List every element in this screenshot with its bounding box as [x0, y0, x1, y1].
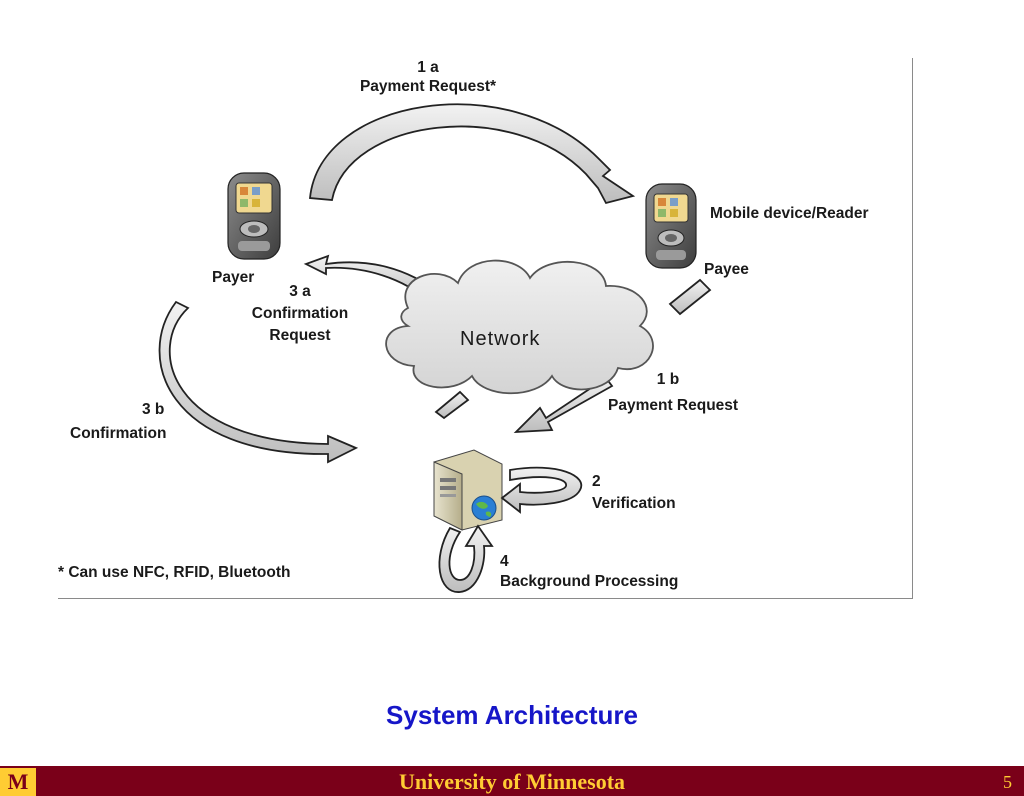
step-3a-line1: Confirmation: [251, 305, 349, 322]
arrow-3a: [303, 254, 442, 304]
step-1b-label: Payment Request: [608, 397, 739, 414]
step-4-label: Background Processing: [500, 573, 679, 590]
diagram-frame: 1 a Payment Request* Payer Mobile device…: [58, 58, 913, 599]
step-1a-number: 1 a: [417, 59, 439, 76]
arrow-2: [500, 466, 583, 514]
step-1b-number: 1 b: [656, 371, 680, 388]
arrow-1b-lower: [513, 376, 614, 434]
phone-icon: [227, 172, 281, 260]
step-4-number: 4: [500, 553, 509, 570]
arrow-network-down: [434, 390, 470, 420]
step-3a-line2: Request: [269, 327, 331, 344]
footer-bar: [0, 766, 1024, 796]
payer-label: Payer: [212, 269, 255, 286]
server-icon: [433, 449, 503, 531]
step-1a-label: Payment Request*: [359, 78, 497, 95]
slide-title: System Architecture: [386, 700, 638, 730]
cloud-icon: [385, 259, 654, 395]
phone-icon: [645, 183, 697, 269]
arrow-1b: [668, 278, 712, 316]
footer-organization: University of Minnesota: [398, 769, 626, 794]
step-3a-number: 3 a: [289, 283, 311, 300]
arrow-4: [438, 524, 494, 593]
university-logo: M: [0, 768, 36, 796]
arrow-1a: [309, 103, 636, 205]
step-3b-label: Confirmation: [70, 425, 167, 442]
footnote: * Can use NFC, RFID, Bluetooth: [58, 564, 291, 581]
arrow-3b: [158, 300, 359, 464]
payee-label: Payee: [704, 261, 749, 278]
step-2-number: 2: [592, 473, 601, 490]
globe-icon: [471, 495, 497, 521]
step-2-label: Verification: [592, 495, 676, 512]
architecture-diagram: [158, 103, 712, 593]
reader-label: Mobile device/Reader: [710, 205, 869, 222]
step-3b-number: 3 b: [142, 401, 165, 418]
page-number: 5: [1003, 772, 1012, 792]
network-label: Network: [460, 328, 541, 350]
